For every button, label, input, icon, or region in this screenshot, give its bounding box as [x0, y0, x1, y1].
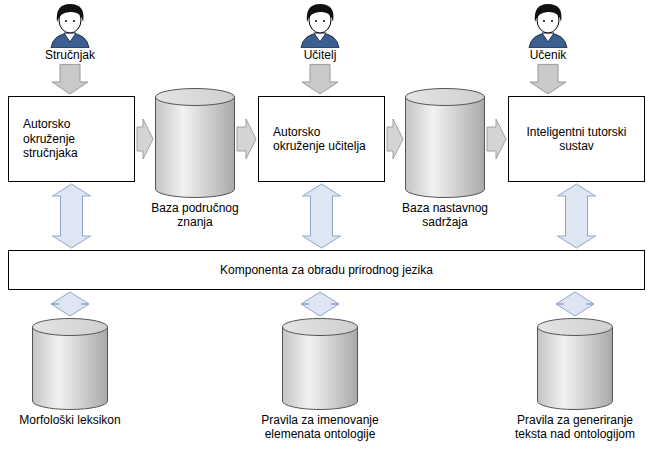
database-cylinder: Pravila za imenovanje elemenata ontologi…: [282, 318, 358, 410]
block-arrow: [137, 119, 153, 159]
person-figure: Stručnjak: [30, 2, 110, 62]
database-cylinder: Morfološki leksikon: [32, 318, 108, 410]
node-label: Pravila za generiranje teksta nad ontolo…: [505, 413, 645, 442]
database-cylinder: Pravila za generiranje teksta nad ontolo…: [537, 318, 613, 410]
block-arrow: [530, 64, 566, 94]
component-band: Komponenta za obradu prirodnog jezika: [8, 250, 645, 290]
block-arrow: [303, 184, 341, 248]
block-arrow: [556, 292, 594, 316]
block-arrow: [51, 292, 89, 316]
cylinder-outline: [537, 318, 613, 410]
node-label: Inteligentni tutorski sustav: [523, 125, 630, 154]
cylinder-outline: [282, 318, 358, 410]
person-icon: [45, 2, 95, 48]
block-arrow: [558, 184, 596, 248]
block-arrow: [52, 64, 88, 94]
block-arrow: [237, 119, 256, 159]
node-label: Autorsko okruženje stručnjaka: [23, 117, 120, 160]
database-cylinder: Baza nastavnog sadržaja: [405, 88, 485, 198]
cylinder-outline: [405, 88, 485, 198]
node-label: Stručnjak: [30, 48, 110, 62]
process-box: Autorsko okruženje stručnjaka: [8, 96, 135, 182]
node-label: Baza područnog znanja: [140, 201, 250, 230]
block-arrow: [302, 64, 338, 94]
node-label: Pravila za imenovanje elemenata ontologi…: [250, 413, 390, 442]
node-label: Komponenta za obradu prirodnog jezika: [220, 263, 433, 277]
block-arrow: [487, 119, 506, 159]
node-label: Učenik: [508, 48, 588, 62]
person-figure: Učenik: [508, 2, 588, 62]
person-icon: [523, 2, 573, 48]
node-label: Morfološki leksikon: [5, 413, 135, 427]
block-arrow: [301, 292, 339, 316]
cylinder-outline: [32, 318, 108, 410]
database-cylinder: Baza područnog znanja: [155, 88, 235, 198]
node-label: Baza nastavnog sadržaja: [390, 201, 500, 230]
cylinder-outline: [155, 88, 235, 198]
block-arrow: [387, 119, 403, 159]
block-arrow: [53, 184, 91, 248]
process-box: Autorsko okruženje učitelja: [258, 96, 385, 182]
process-box: Inteligentni tutorski sustav: [508, 96, 645, 182]
person-icon: [295, 2, 345, 48]
person-figure: Učitelj: [280, 2, 360, 62]
node-label: Učitelj: [280, 48, 360, 62]
node-label: Autorsko okruženje učitelja: [273, 125, 370, 154]
